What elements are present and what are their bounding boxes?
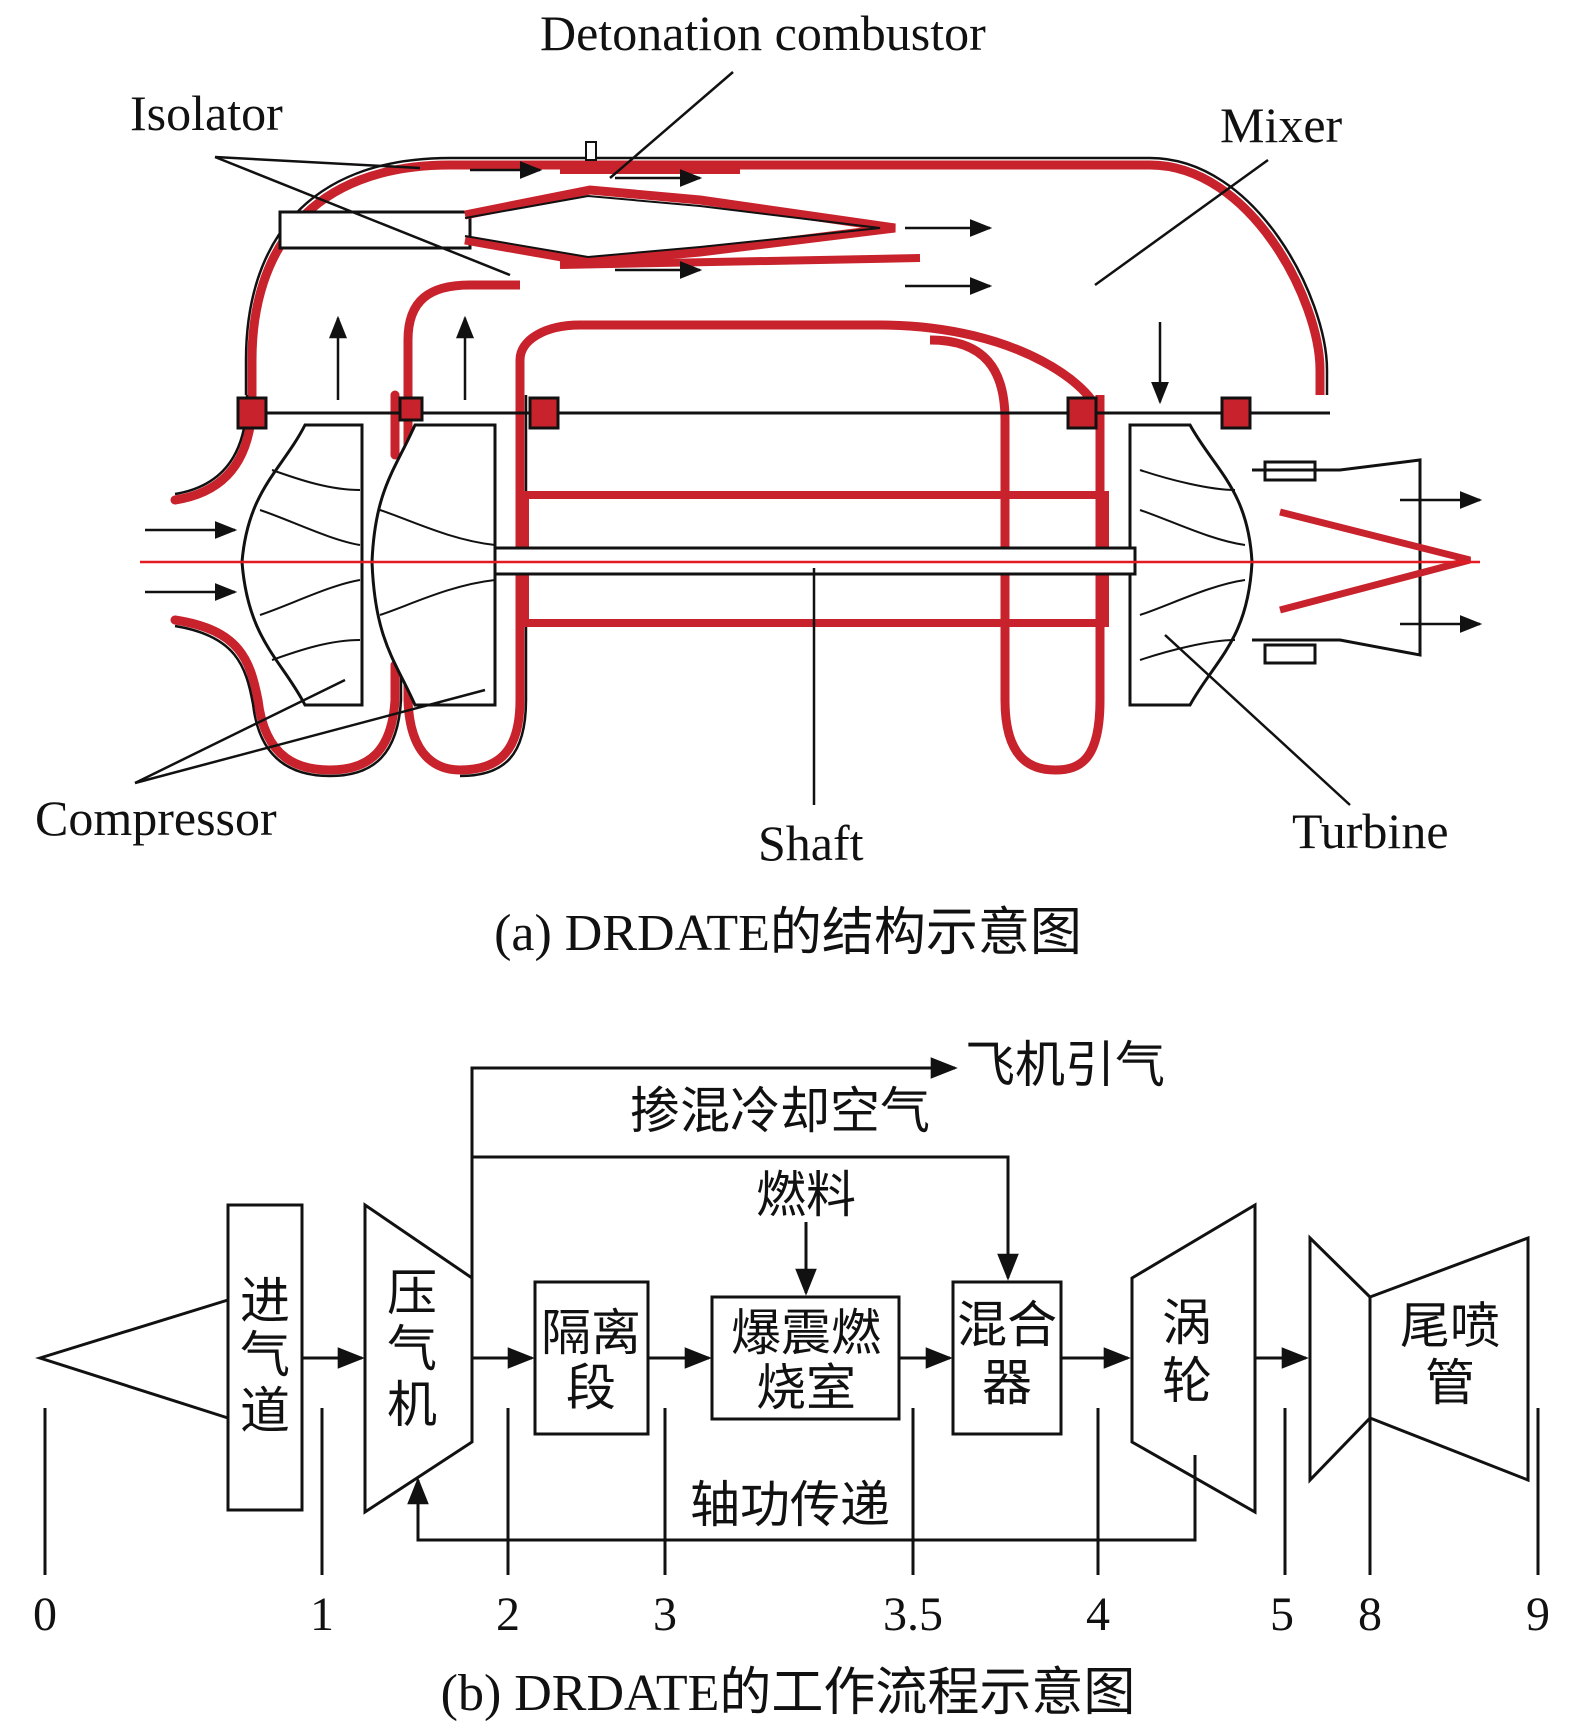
label-isolator: Isolator [130, 85, 283, 141]
leader-lines [134, 71, 1351, 806]
station-0: 0 [33, 1588, 57, 1641]
compressor-label-1: 压 [387, 1265, 437, 1321]
blade-lines [259, 469, 1246, 661]
nozzle-diverging [1369, 1235, 1530, 1483]
inlet-label-1: 进 [240, 1273, 290, 1329]
isolator-label-1: 隔离 [541, 1305, 641, 1361]
label-shaft: Shaft [758, 815, 864, 871]
inlet-label-2: 气 [240, 1327, 290, 1383]
label-mixer: Mixer [1220, 97, 1343, 153]
flow-diagram [34, 1057, 1540, 1575]
shaft-power-line [407, 1455, 1197, 1542]
flow-arrows [145, 161, 1483, 633]
station-9: 9 [1526, 1588, 1550, 1641]
compressor-wheels [240, 423, 1254, 707]
nozzle [1252, 458, 1471, 665]
inlet-cone [34, 1297, 230, 1421]
shaft-power-label: 轴功传递 [690, 1477, 890, 1533]
detonation-combustor [278, 141, 921, 269]
station-lines [43, 1408, 1540, 1575]
station-3: 3 [653, 1588, 677, 1641]
station-numbers: 0 1 2 3 3.5 4 5 8 9 [33, 1588, 1550, 1641]
mixer-label-1: 混合 [957, 1297, 1057, 1353]
station-5: 5 [1270, 1588, 1294, 1641]
mixer-duct [515, 320, 1105, 775]
station-1: 1 [310, 1588, 334, 1641]
label-detonation-combustor: Detonation combustor [540, 5, 986, 61]
label-compressor: Compressor [35, 790, 277, 846]
turbine-label-2: 轮 [1162, 1353, 1212, 1409]
bleed-line [470, 1057, 958, 1278]
station-4: 4 [1086, 1588, 1110, 1641]
compressor-label-3: 机 [387, 1377, 437, 1433]
flanges [236, 396, 1330, 430]
cooling-air-label: 掺混冷却空气 [630, 1083, 930, 1139]
nozzle-label-1: 尾喷 [1400, 1298, 1500, 1354]
compressor-shape [363, 1202, 474, 1515]
station-2: 2 [496, 1588, 520, 1641]
inlet-label-3: 道 [240, 1383, 290, 1439]
turbine-shape [1130, 1202, 1257, 1515]
structure-schematic: Isolator Detonation combustor Mixer Comp… [35, 5, 1483, 962]
caption-a: (a) DRDATE的结构示意图 [494, 905, 1082, 962]
combustor-label-2: 烧室 [756, 1360, 856, 1416]
cooling-line [472, 1155, 1019, 1281]
station-8: 8 [1358, 1588, 1382, 1641]
mixer-label-2: 器 [982, 1355, 1032, 1411]
nozzle-shape [1308, 1234, 1372, 1484]
nozzle-label-2: 管 [1425, 1355, 1475, 1411]
station-3-5: 3.5 [883, 1588, 943, 1641]
bypass-duct-outline [244, 156, 1329, 395]
bleed-label: 飞机引气 [965, 1037, 1165, 1093]
compressor-label-2: 气 [387, 1321, 437, 1377]
label-turbine: Turbine [1292, 803, 1449, 859]
isolator-label-2: 段 [566, 1360, 616, 1416]
turbine-label-1: 涡 [1162, 1295, 1212, 1351]
combustor-label-1: 爆震燃 [731, 1305, 881, 1361]
component-labels: 进 气 道 压 气 机 隔离 段 爆震燃 烧室 混合 器 涡 轮 尾喷 管 [240, 1265, 1500, 1439]
caption-b: (b) DRDATE的工作流程示意图 [441, 1665, 1136, 1722]
fuel-label: 燃料 [756, 1167, 856, 1223]
